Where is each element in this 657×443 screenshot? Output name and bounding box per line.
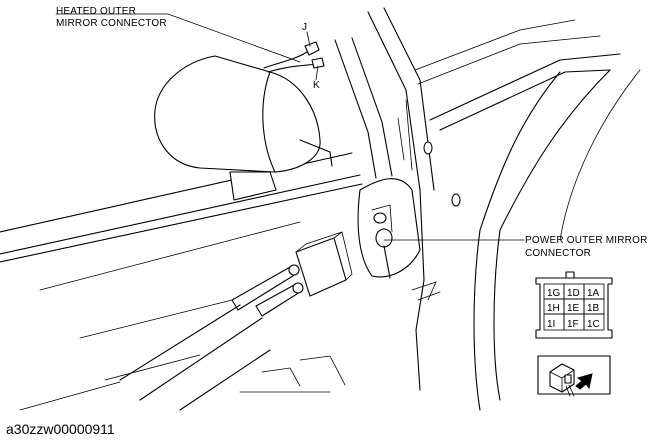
pin-cells [543, 283, 605, 331]
pin-1d: 1D [567, 288, 580, 299]
terminal-k-label: K [313, 80, 320, 91]
pin-1e: 1E [567, 303, 580, 314]
connector-pin-face: 1G 1D 1A 1H 1E 1B 1I 1F 1C [535, 271, 613, 339]
pin-1h: 1H [547, 303, 560, 314]
pin-1a: 1A [587, 288, 600, 299]
pin-1b: 1B [587, 303, 600, 314]
power-outer-mirror-connector-label-line1: POWER OUTER MIRROR [525, 235, 648, 246]
heated-outer-mirror-connector-label-line2: MIRROR CONNECTOR [56, 18, 167, 29]
pin-1f: 1F [567, 319, 579, 330]
connector-housing [535, 277, 613, 339]
arrow-icon [575, 373, 593, 390]
connector-lock-tab [565, 271, 575, 279]
terminal-j-label: J [302, 22, 307, 33]
leader-lines [55, 13, 525, 241]
outer-mirror [154, 41, 333, 201]
pin-1i: 1I [547, 319, 555, 330]
pin-1g: 1G [547, 288, 561, 299]
power-outer-mirror-connector-label-line2: CONNECTOR [525, 248, 591, 259]
connector-view-direction-icon [537, 355, 611, 397]
pin-1c: 1C [587, 319, 600, 330]
figure-code: a30zzw00000911 [6, 421, 115, 437]
door-inner-module [119, 178, 421, 411]
heated-outer-mirror-connector-label-line1: HEATED OUTER [56, 6, 136, 17]
door-illustration [0, 7, 641, 411]
